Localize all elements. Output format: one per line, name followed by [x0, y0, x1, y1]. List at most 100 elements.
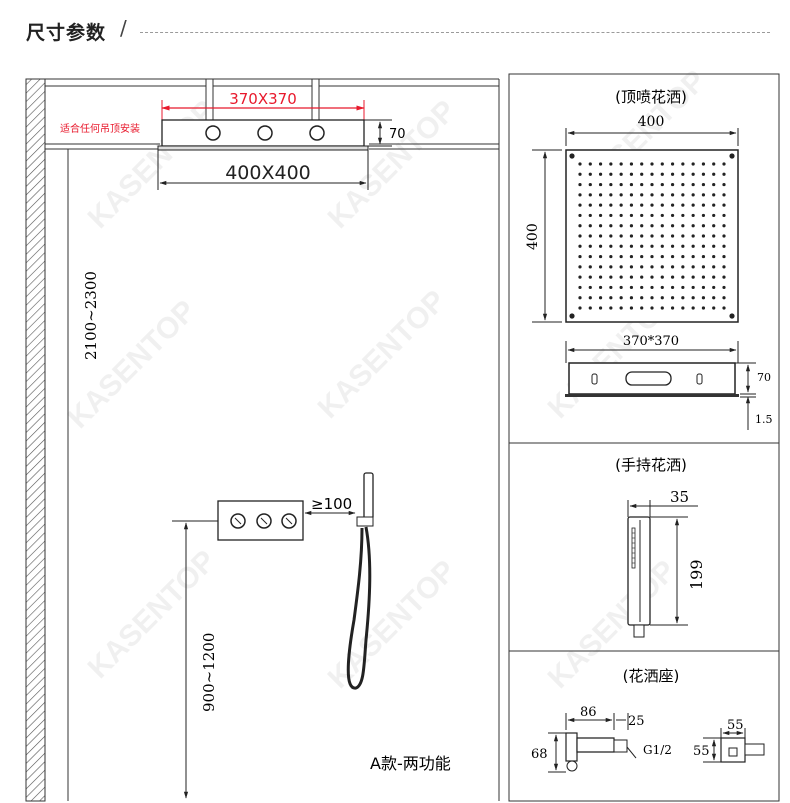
- nozzle-dot: [722, 224, 726, 228]
- nozzle-dot: [598, 193, 603, 197]
- nozzle-dot: [650, 306, 654, 310]
- side-slot: [696, 373, 703, 385]
- model-label: A款-两功能: [370, 754, 451, 773]
- nozzle-dot: [670, 203, 675, 207]
- nozzle-dot: [691, 234, 695, 238]
- mounting-hole: [569, 313, 575, 319]
- dim-400-label: 400X400: [225, 162, 311, 184]
- nozzle-dot: [619, 254, 623, 259]
- nozzle-dot: [670, 162, 675, 166]
- nozzle-dot: [670, 172, 675, 176]
- nozzle-dot: [640, 244, 644, 248]
- nozzle-dot: [640, 306, 644, 310]
- overhead-panel-title: (顶喷花洒): [615, 88, 687, 106]
- ceiling-note: 适合任何吊顶安装: [60, 122, 140, 135]
- nozzle-dot: [691, 182, 695, 187]
- mounting-hole: [729, 153, 735, 159]
- nozzle-dot: [619, 213, 623, 218]
- nozzle-dot: [722, 234, 726, 238]
- nozzle-dot: [701, 244, 706, 248]
- nozzle-dot: [691, 172, 695, 176]
- nozzle-dot: [640, 254, 644, 259]
- nozzle-dot: [660, 224, 664, 228]
- nozzle-dot: [629, 172, 634, 176]
- top-dim-height-label: 400: [525, 223, 541, 250]
- nozzle-dot: [578, 265, 582, 269]
- nozzle-dot: [578, 234, 582, 238]
- nozzle-dot: [670, 244, 675, 248]
- nozzle-dot: [629, 254, 634, 259]
- shower-side-face: [565, 394, 739, 397]
- dim-height-range-label: 2100~2300: [82, 271, 100, 360]
- nozzle-dot: [650, 213, 654, 218]
- seat-wall-plate: [565, 732, 578, 762]
- nozzle-dot: [712, 234, 716, 238]
- nozzle-dot: [609, 275, 613, 279]
- nozzle-dot: [722, 172, 726, 176]
- nozzle-dot: [609, 285, 613, 290]
- top-dim-flange-label: 1.5: [755, 413, 773, 426]
- nozzle-dot: [619, 244, 623, 248]
- nozzle-dot: [722, 203, 726, 207]
- nozzle-dot: [670, 306, 675, 310]
- nozzle-dot: [578, 275, 582, 279]
- nozzle-dot: [619, 265, 623, 269]
- nozzle-dot: [691, 265, 695, 269]
- nozzle-dot: [701, 275, 706, 279]
- left-install-panel: 适合任何吊顶安装 370X370 70 400X400 2100~2300: [25, 78, 500, 802]
- nozzle-dot: [640, 193, 644, 197]
- nozzle-dot: [629, 296, 634, 300]
- nozzle-dot: [609, 162, 613, 166]
- nozzle-dot: [588, 193, 592, 197]
- nozzle-dot: [619, 224, 623, 228]
- nozzle-dot: [660, 213, 664, 218]
- nozzle-dot: [588, 265, 592, 269]
- nozzle-dot: [578, 172, 582, 176]
- nozzle-dot: [650, 182, 654, 187]
- nozzle-dot: [598, 306, 603, 310]
- nozzle-dot: [588, 306, 592, 310]
- nozzle-dot: [650, 162, 654, 166]
- seat-dim-55-side-label: 55: [693, 744, 710, 759]
- nozzle-dot: [691, 213, 695, 218]
- nozzle-dot: [712, 254, 716, 259]
- nozzle-dot: [681, 306, 685, 310]
- nozzle-dot: [722, 193, 726, 197]
- nozzle-dot: [722, 162, 726, 166]
- nozzle-dot: [629, 224, 634, 228]
- seat-dim-25-label: 25: [628, 714, 645, 729]
- nozzle-dot: [629, 244, 634, 248]
- side-slot: [591, 373, 598, 385]
- nozzle-dot: [670, 254, 675, 259]
- nozzle-dot: [598, 275, 603, 279]
- nozzle-dot: [681, 172, 685, 176]
- seat-outlet: [613, 739, 628, 753]
- nozzle-dot: [629, 265, 634, 269]
- nozzle-dot: [578, 306, 582, 310]
- nozzle-dot: [660, 172, 664, 176]
- nozzle-dot: [588, 213, 592, 218]
- nozzle-dot: [650, 244, 654, 248]
- nozzle-dot: [712, 224, 716, 228]
- nozzle-dot: [660, 275, 664, 279]
- hand-dim-length-label: 199: [687, 559, 706, 590]
- section-title: 尺寸参数: [26, 22, 107, 44]
- hand-shower-handle: [363, 472, 374, 520]
- watermark-text: KASENTOP: [82, 94, 223, 235]
- nozzle-dot: [681, 162, 685, 166]
- nozzle-dot: [578, 285, 582, 290]
- nozzle-dot: [598, 224, 603, 228]
- nozzle-dot: [660, 203, 664, 207]
- nozzle-dot: [660, 193, 664, 197]
- top-dim-width-label: 400: [638, 114, 665, 130]
- seat-dim-55-top-label: 55: [727, 718, 744, 733]
- seat-body: [576, 737, 615, 753]
- nozzle-dot: [660, 265, 664, 269]
- nozzle-dot: [588, 162, 592, 166]
- watermark-text: KASENTOP: [322, 94, 463, 235]
- nozzle-dot: [609, 254, 613, 259]
- nozzle-dot: [609, 213, 613, 218]
- nozzle-dot: [629, 182, 634, 187]
- nozzle-dot: [629, 306, 634, 310]
